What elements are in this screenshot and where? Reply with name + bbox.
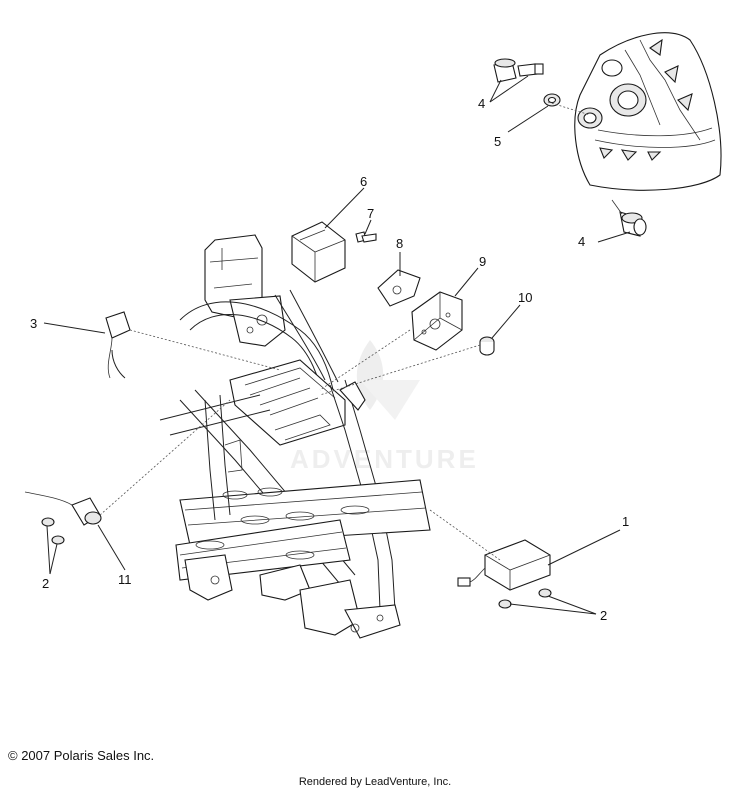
chassis-frame [111, 234, 431, 639]
copyright-notice: © 2007 Polaris Sales Inc. [8, 748, 155, 763]
part-7-bolt [355, 231, 377, 243]
part-4-upper-bulb [493, 58, 544, 83]
leader-lines [43, 75, 631, 615]
headlight-pod [574, 32, 722, 191]
callout-5: 5 [494, 134, 501, 149]
callout-7: 7 [367, 206, 374, 221]
callout-9: 9 [479, 254, 486, 269]
callout-4-upper: 4 [478, 96, 485, 111]
part-8-plate [377, 269, 421, 307]
part-5-grommet [543, 93, 561, 107]
callout-11: 11 [118, 572, 132, 587]
callout-6: 6 [360, 174, 367, 189]
callout-1: 1 [622, 514, 629, 529]
callout-4-lower: 4 [578, 234, 585, 249]
part-3-switch [105, 311, 131, 379]
part-10-nut [479, 336, 495, 356]
assembly-guides [99, 101, 591, 561]
callout-10: 10 [518, 290, 532, 305]
part-4-lower-bulb [611, 199, 647, 237]
rendered-by-notice: Rendered by LeadVenture, Inc. [298, 776, 452, 788]
part-2-left-screws [41, 517, 65, 545]
callout-3: 3 [30, 316, 37, 331]
callout-labels: 1 2 2 3 4 4 5 6 7 8 9 10 11 [30, 96, 629, 623]
part-2-right-screws [498, 588, 552, 609]
callout-2-right: 2 [600, 608, 607, 623]
callout-2-left: 2 [42, 576, 49, 591]
callout-8: 8 [396, 236, 403, 251]
part-9-bracket [411, 291, 463, 351]
lower-rail-slots [195, 487, 370, 560]
watermark-text: ADVENTURE [290, 444, 479, 474]
part-6-module [291, 221, 346, 283]
part-1-box [457, 539, 551, 591]
watermark: ADVENTURE [290, 340, 479, 474]
part-11-sensor [24, 491, 102, 526]
